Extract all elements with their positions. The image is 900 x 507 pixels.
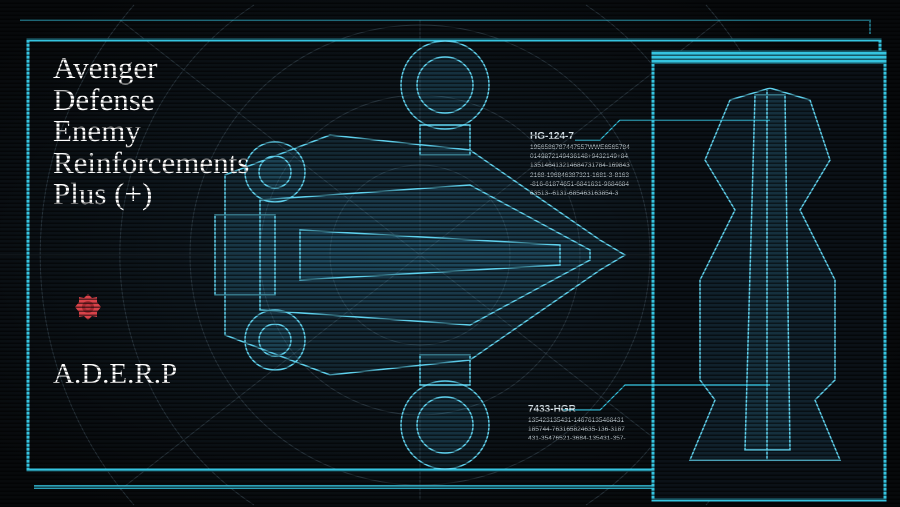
- callout-line: 63513--6131-685463163854-3: [530, 190, 619, 198]
- title-line: Plus (+): [53, 176, 153, 211]
- mod-title: Avenger Defense Enemy Reinforcements Plu…: [53, 52, 249, 210]
- side-panel-header: [653, 52, 885, 64]
- callout-line: -816-61874651-6841631-9684684: [530, 180, 630, 188]
- mod-abbreviation: A.D.E.R.P: [53, 358, 178, 390]
- callout-line: 0149872149436148+9432149+84: [530, 153, 628, 161]
- title-line: Avenger: [53, 50, 158, 85]
- ship-side-view: [688, 87, 842, 461]
- title-line: Defense: [53, 81, 155, 117]
- callout-line: 1956586787447557WWE6565784: [530, 144, 630, 151]
- callout-line: 135146413214684731784-169843: [530, 162, 630, 170]
- callout-line: 135423135431-14676135468431: [528, 417, 625, 424]
- title-line: Reinforcements: [53, 144, 250, 180]
- frame-bottom-bar: [34, 485, 654, 489]
- callout-line: 185744-763165824635-136-3187: [528, 426, 625, 434]
- callout-top: HG-124-7 1956586787447557WWE6565784 0149…: [530, 131, 630, 198]
- callout-label: HG-124-7: [530, 131, 574, 142]
- callout-line: 2168-196846387321-1681-3-8163: [530, 171, 630, 179]
- callout-bottom: 7433-HGR 135423135431-14676135468431 185…: [528, 404, 626, 444]
- callout-label: 7433-HGR: [528, 404, 576, 415]
- callout-line: 431-35476521-3684-135431-357-: [528, 435, 626, 443]
- title-line: Enemy: [53, 113, 141, 148]
- red-gear-emblem-icon: [75, 294, 101, 320]
